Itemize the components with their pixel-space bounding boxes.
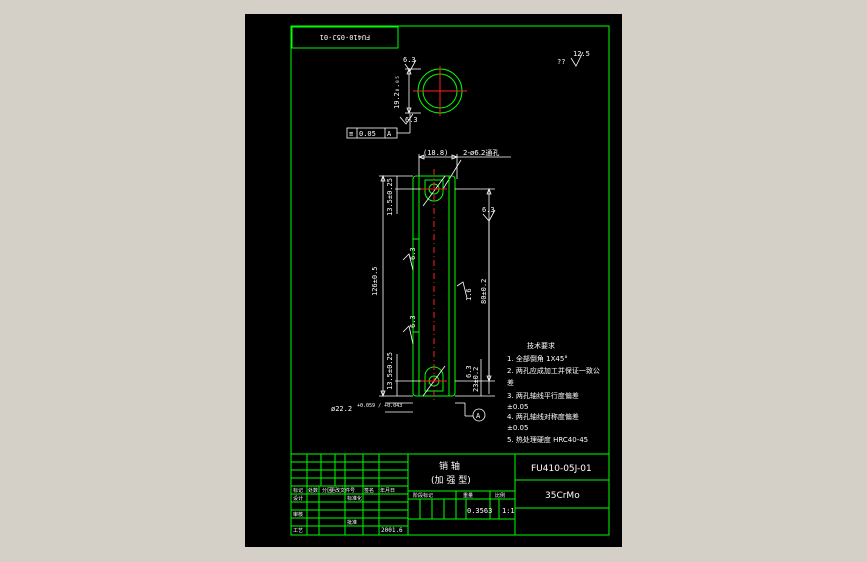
- tb-label-review: 审核: [293, 511, 303, 518]
- dim-bottom-tol: +0.059 / +0.043: [357, 403, 402, 409]
- dim-top-dia: 19.2₀.₀₅: [393, 75, 401, 109]
- part-sub: (加 强 型): [431, 475, 471, 486]
- dim-bottom-dia: ø22.2: [331, 405, 352, 413]
- tech-line-2: 2. 两孔应成加工并保证一致公: [507, 366, 600, 375]
- drawing-sheet: FU410-05J-01 ?? 12.5 19.2₀.₀₅ 6.3 6.3 ≡ …: [245, 14, 622, 547]
- datum-label: A: [476, 412, 481, 420]
- pin-body: [412, 169, 456, 402]
- drawing-frame: [290, 25, 610, 536]
- tb-label-standard: 标准化: [347, 495, 362, 502]
- tb-date-value: 2001.6: [381, 527, 403, 534]
- tolerance-frame: [346, 114, 411, 139]
- roughness-e: 1.6: [465, 288, 473, 301]
- dim-center: 80±0.2: [480, 279, 488, 304]
- dim-overall: 126±0.5: [371, 266, 379, 296]
- dim-right-low: 23±0.2: [472, 367, 480, 392]
- dim-lower-hole: 13.5±0.25: [386, 352, 394, 390]
- roughness-b-symbol: [399, 113, 414, 125]
- hole-note: 2-ø6.2通孔: [463, 148, 499, 157]
- stage-label: 阶段标记: [413, 492, 433, 499]
- scale-value: 1:1: [502, 507, 515, 515]
- tb-label-design: 设计: [293, 495, 303, 502]
- roughness-corner-prefix: ??: [557, 58, 565, 66]
- tech-line-6: 4. 两孔轴线对称度偏差: [507, 412, 579, 421]
- drawing-no: FU410-05J-01: [531, 464, 592, 474]
- tb-label-zone: 分区: [322, 487, 332, 494]
- cad-drawing: FU410-05J-01 ?? 12.5 19.2₀.₀₅ 6.3 6.3 ≡ …: [290, 25, 610, 536]
- tech-line-8: 5. 热处理硬度 HRC40-45: [507, 435, 588, 444]
- tb-label-date: 年月日: [380, 487, 395, 494]
- tech-line-4: 3. 两孔轴线平行度偏差: [507, 391, 579, 400]
- title-block: [290, 453, 610, 536]
- roughness-right: 6.3: [482, 206, 495, 214]
- dim-width: (18.8): [423, 149, 448, 157]
- tb-label-sign: 签名: [364, 487, 374, 494]
- tb-label-process: 工艺: [293, 528, 303, 534]
- tech-line-7: ±0.05: [507, 424, 528, 432]
- roughness-c: 6.3: [409, 247, 417, 260]
- top-view: [405, 66, 467, 116]
- tech-line-5: ±0.05: [507, 403, 528, 411]
- roughness-b: 6.3: [405, 116, 418, 124]
- roughness-f: 6.3: [465, 365, 473, 378]
- lower-hole: [424, 366, 444, 392]
- weight-label: 重量: [463, 492, 473, 499]
- tb-label-mark: 标记: [293, 487, 303, 494]
- tb-label-docno: 更改文件号: [330, 487, 355, 494]
- roughness-corner-symbol: [570, 51, 584, 67]
- code-box-text: FU410-05J-01: [320, 33, 371, 41]
- material: 35CrMo: [545, 491, 580, 501]
- tech-line-1: 1. 全部倒角 1X45°: [507, 354, 568, 363]
- tol-ref: A: [387, 130, 392, 138]
- tb-label-approve: 批准: [347, 519, 357, 526]
- tol-symbol: ≡: [349, 130, 353, 138]
- scale-label: 比例: [495, 492, 505, 499]
- upper-hole: [424, 179, 444, 202]
- datum-circle: [472, 408, 486, 422]
- roughness-a-symbol: [404, 59, 417, 72]
- tb-label-count: 处数: [308, 487, 318, 494]
- tol-value: 0.05: [359, 130, 376, 138]
- roughness-d: 6.3: [409, 315, 417, 328]
- roughness-corner-value: 12.5: [573, 50, 590, 58]
- tech-line-3: 差: [507, 378, 514, 387]
- roughness-a: 6.3: [403, 56, 416, 64]
- code-box: [291, 26, 399, 49]
- dim-upper-hole: 13.5±0.25: [386, 178, 394, 216]
- part-name: 销 轴: [439, 460, 460, 472]
- tech-title: 技术要求: [527, 341, 555, 350]
- weight-value: 0.3563: [467, 507, 492, 515]
